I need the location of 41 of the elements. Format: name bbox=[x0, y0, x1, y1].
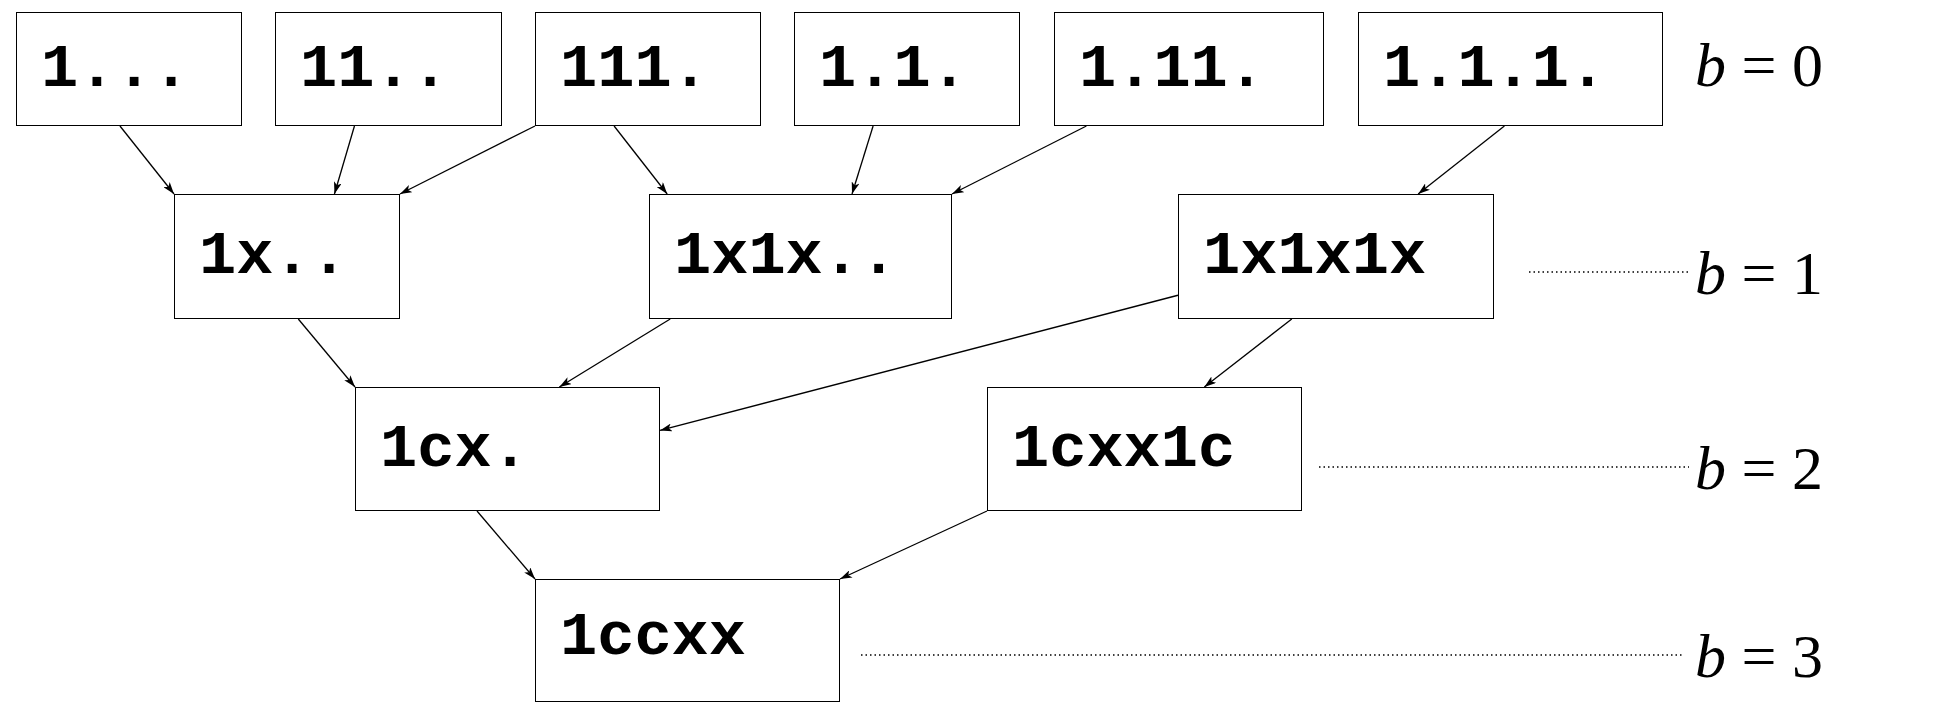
state-box bbox=[16, 12, 242, 126]
state-box bbox=[1054, 12, 1324, 126]
state-box bbox=[174, 194, 400, 319]
state-label: 1.1. bbox=[819, 33, 968, 105]
state-box bbox=[794, 12, 1020, 126]
arrow bbox=[558, 318, 671, 388]
state-box bbox=[1358, 12, 1663, 126]
state-label: 1x1x1x bbox=[1203, 221, 1427, 292]
state-box bbox=[535, 579, 840, 702]
arrow bbox=[659, 294, 1179, 432]
level-label: b = 2 bbox=[1695, 437, 1823, 499]
arrow bbox=[297, 318, 356, 388]
level-label: b = 3 bbox=[1695, 625, 1823, 687]
arrow bbox=[119, 125, 175, 195]
state-label: 111. bbox=[560, 33, 709, 105]
level-label: b = 1 bbox=[1695, 242, 1823, 304]
state-label: 1x.. bbox=[199, 221, 348, 292]
state-label: 1... bbox=[41, 33, 190, 105]
state-label: 1.11. bbox=[1079, 33, 1266, 105]
state-label: 1ccxx bbox=[560, 602, 747, 673]
state-label: 1x1x.. bbox=[674, 221, 898, 292]
state-label: 1cx. bbox=[380, 413, 529, 485]
state-box bbox=[987, 387, 1302, 511]
state-box bbox=[649, 194, 952, 319]
state-label: 1.1.1. bbox=[1383, 33, 1607, 105]
arrow bbox=[951, 125, 1088, 195]
arrow bbox=[839, 510, 988, 580]
arrow bbox=[613, 125, 668, 195]
arrow bbox=[476, 510, 536, 580]
arrow bbox=[333, 125, 356, 195]
state-label: 11.. bbox=[300, 33, 449, 105]
state-label: 1cxx1c bbox=[1012, 413, 1236, 485]
arrow bbox=[399, 125, 536, 195]
state-box bbox=[1178, 194, 1494, 319]
arrow bbox=[851, 125, 874, 195]
state-box bbox=[535, 12, 761, 126]
level-label: b = 0 bbox=[1695, 34, 1823, 96]
arrow bbox=[1203, 318, 1293, 388]
state-box bbox=[275, 12, 502, 126]
state-box bbox=[355, 387, 660, 511]
arrow bbox=[1417, 125, 1506, 195]
